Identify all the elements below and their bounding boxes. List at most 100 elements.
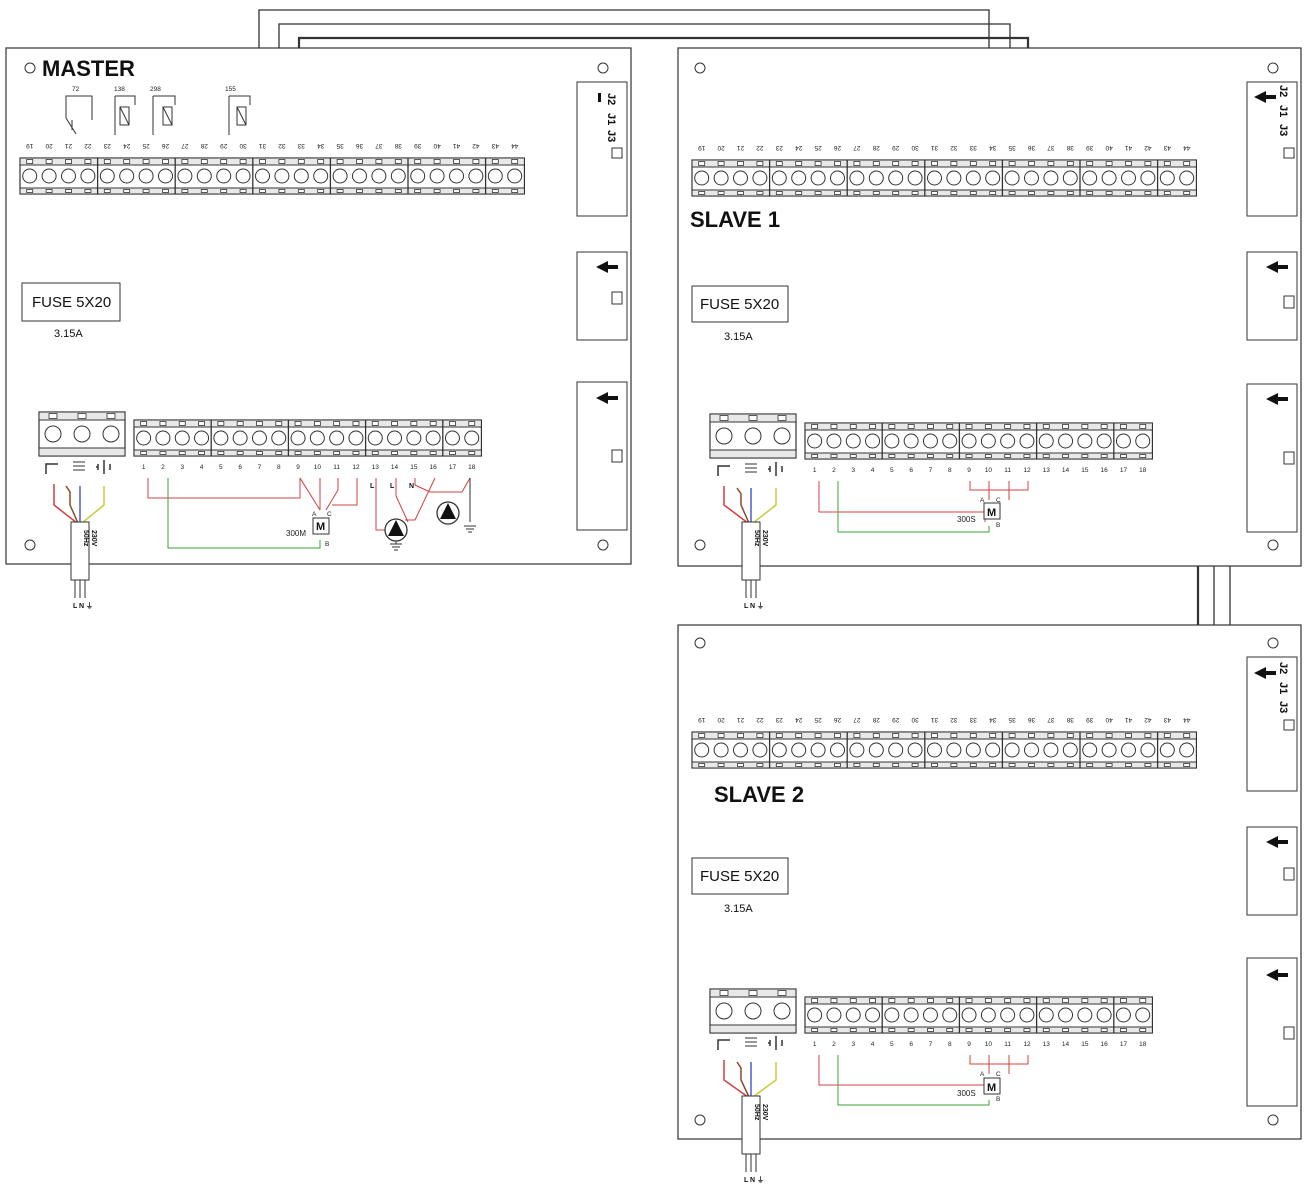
terminal-latch [814,191,822,195]
terminal-latch [1086,161,1094,166]
terminal-latch [220,189,228,193]
terminal-strip-bottom [804,1026,1153,1034]
terminal-number: 28 [872,716,880,723]
terminal-screw [884,1007,900,1023]
terminal-number: 15 [1081,1041,1089,1048]
earth-icon [464,525,476,533]
power-latch [748,990,758,996]
terminal-screw [965,170,981,186]
terminal-latch [259,189,266,193]
terminal-latch [1081,454,1089,458]
arrow-left-icon [1266,969,1288,981]
pump-icon [384,518,408,551]
terminal-latch [1004,1028,1012,1032]
terminal-latch [1008,161,1016,166]
terminal-latch [449,451,456,455]
board-title: MASTER [42,56,135,81]
terminal-latch [834,733,841,738]
terminal-screw [752,742,768,758]
terminal-latch [965,424,973,429]
terminal-latch [834,161,841,166]
terminal-latch [946,424,954,429]
terminal-latch [140,451,148,455]
terminal-strip-bottom [691,761,1197,769]
terminal-latch [892,191,900,195]
terminal-strip-bottom [804,452,1153,460]
terminal-screw [80,168,96,184]
terminal-latch [1004,454,1012,458]
terminal-latch [830,454,838,458]
terminal-latch [811,454,819,458]
terminal-number: 37 [1047,716,1055,723]
terminal-latch [256,421,263,426]
terminal-latch [1139,424,1147,429]
terminal-latch [375,189,383,193]
terminal-latch [313,421,321,426]
motor-pin: A [980,497,985,504]
power-latch [748,415,758,421]
terminal-latch [795,733,803,738]
terminal-screw [868,742,884,758]
terminal-screw [251,430,267,446]
terminal-latch [1028,161,1035,166]
power-terminal-block [38,411,126,457]
terminal-latch [103,189,111,193]
cable-end-label: ⏚ [757,1176,764,1184]
terminal-number: 29 [892,716,900,723]
terminal-latch [433,189,441,193]
terminal-number: 31 [259,142,267,149]
earth-symbols [717,1036,783,1050]
cable-ends [74,580,86,598]
motor-pin: B [996,1096,1000,1103]
socket-icon [1283,147,1295,159]
terminal-screw [1043,742,1059,758]
terminal-latch [1028,191,1035,195]
terminal-latch [511,189,519,193]
terminal-screw [985,170,1001,186]
terminal-screw [1058,1007,1074,1023]
pump-label: L [390,483,395,490]
fuse-label: FUSE 5X20 [700,296,779,313]
terminal-number: 21 [737,716,745,723]
mount-hole [694,637,706,649]
arrow-left-icon [1254,667,1276,679]
terminal-screw [271,430,287,446]
terminal-number: 7 [258,464,262,471]
terminal-screw [849,742,865,758]
terminal-screw [980,1007,996,1023]
terminal-screw [927,742,942,758]
sensor-label: 138 [114,86,125,93]
terminal-screw [771,170,787,186]
terminal-screw [694,170,710,186]
terminal-number: 24 [795,716,803,723]
terminal-latch [1144,763,1152,767]
motor-label: 300S [957,515,976,524]
terminal-number: 37 [1047,144,1055,151]
terminal-latch [391,421,398,426]
terminal-latch [946,454,954,458]
terminal-screw [1024,742,1039,758]
terminal-latch [294,421,302,426]
terminal-screw [807,1007,823,1023]
power-block-bottom [709,449,797,459]
terminal-latch [907,424,915,429]
terminal-latch [756,733,764,738]
terminal-latch [984,998,992,1003]
terminal-screw [1121,742,1136,758]
terminal-latch [162,189,169,193]
terminal-number: 40 [1105,716,1113,723]
terminal-latch [1100,1028,1108,1032]
terminal-number: 6 [909,1041,913,1048]
terminal-number: 36 [356,142,364,149]
socket-icon [1283,295,1295,309]
terminal-latch [984,424,992,429]
terminal-latch [927,1028,934,1032]
terminal-screw [293,168,309,184]
terminal-latch [236,451,244,455]
terminal-screw [1159,170,1175,186]
terminal-number: 41 [1125,144,1133,151]
motor-pin: C [996,497,1001,504]
terminal-latch [950,191,958,195]
terminal-latch [849,454,857,458]
terminal-latch [1066,763,1074,767]
